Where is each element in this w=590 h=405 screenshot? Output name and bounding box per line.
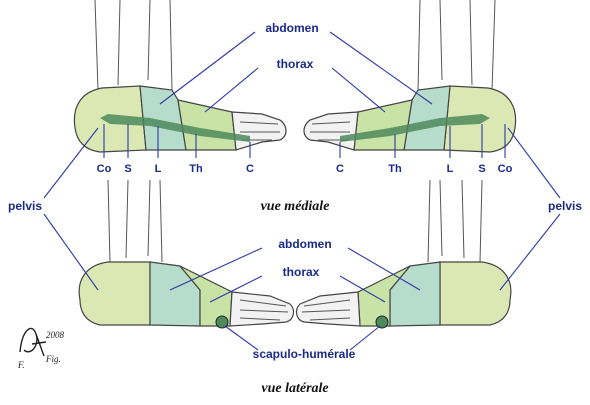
label-left-l: L	[155, 163, 162, 175]
foot-top-right	[304, 0, 516, 152]
view-title-medial: vue médiale	[261, 199, 330, 214]
foot-top-left	[74, 0, 286, 152]
label-bottom-thorax: thorax	[283, 265, 320, 279]
label-right-th: Th	[388, 163, 402, 175]
leg-bones-bottom-left	[108, 180, 162, 262]
signature-initial: F.	[17, 360, 25, 370]
author-signature: 2008 F. Fig.	[17, 328, 65, 370]
label-top-abdomen: abdomen	[265, 21, 318, 35]
label-top-thorax: thorax	[277, 57, 314, 71]
label-right-s: S	[478, 163, 485, 175]
zone-thorax-top-right	[354, 100, 412, 150]
label-right-l: L	[447, 163, 454, 175]
toes-top-right	[304, 112, 358, 150]
toes-bottom-right	[297, 292, 360, 326]
label-left-th: Th	[189, 163, 203, 175]
label-left-co: Co	[97, 163, 112, 175]
zone-pelvis-bottom-right	[440, 262, 511, 325]
leg-bones-bottom-right	[428, 180, 482, 262]
label-left-s: S	[124, 163, 131, 175]
zone-pelvis-bottom-left	[79, 262, 150, 325]
label-bottom-abdomen: abdomen	[278, 237, 331, 251]
label-pelvis-right: pelvis	[548, 199, 582, 213]
signature-year: 2008	[46, 330, 65, 340]
label-right-co: Co	[498, 163, 513, 175]
leg-bones-top-left	[95, 0, 172, 90]
toes-bottom-left	[230, 292, 293, 326]
scapulo-marker-right	[376, 316, 388, 328]
leg-bones-top-right	[418, 0, 495, 90]
zone-thorax-top-left	[178, 100, 236, 150]
label-right-c: C	[336, 163, 344, 175]
view-title-lateral: vue latérale	[261, 381, 328, 396]
toes-top-left	[232, 112, 286, 150]
label-pelvis-left: pelvis	[8, 199, 42, 213]
signature-fig: Fig.	[45, 354, 61, 364]
label-scapulo-humerale: scapulo-humérale	[253, 347, 356, 361]
label-left-c: C	[246, 163, 254, 175]
